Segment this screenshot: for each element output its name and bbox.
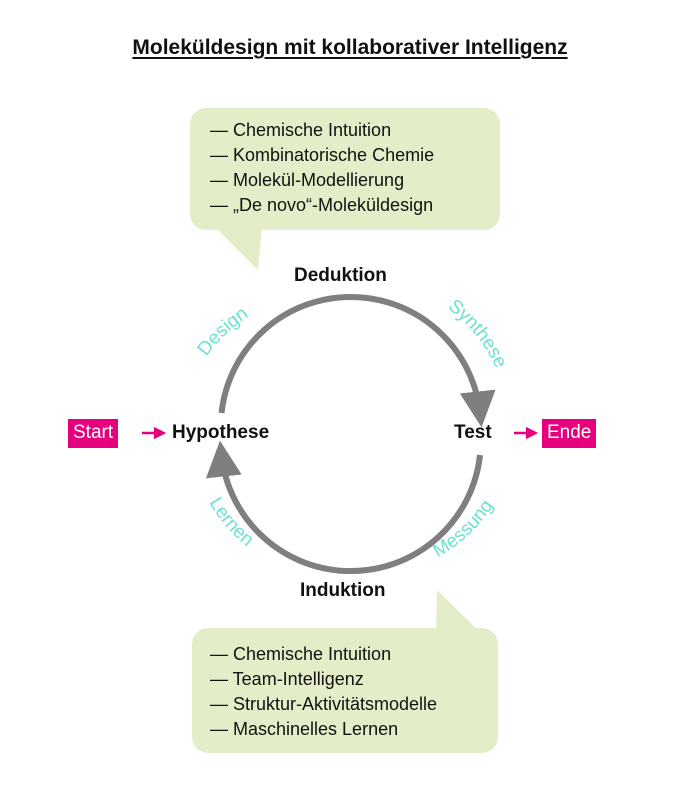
end-badge: Ende bbox=[542, 419, 597, 448]
diagram-title: Moleküldesign mit kollaborativer Intelli… bbox=[132, 36, 568, 59]
top-bubble-item: — Chemische Intuition bbox=[210, 120, 392, 140]
bottom-speech-bubble bbox=[192, 590, 498, 753]
top-bubble-list: — Chemische Intuition — Kombinatorische … bbox=[210, 118, 434, 218]
node-hypothese: Hypothese bbox=[172, 422, 270, 443]
bottom-bubble-list: — Chemische Intuition — Team-Intelligenz… bbox=[210, 642, 437, 742]
bottom-bubble-item: — Chemische Intuition bbox=[210, 644, 392, 664]
top-bubble-item: — „De novo“-Moleküldesign bbox=[210, 195, 434, 215]
bottom-bubble-item: — Maschinelles Lernen bbox=[210, 719, 399, 739]
node-induktion: Induktion bbox=[300, 580, 386, 601]
top-speech-bubble bbox=[190, 108, 500, 270]
bottom-bubble-item: — Struktur-Aktivitätsmodelle bbox=[210, 694, 438, 714]
top-bubble-item: — Kombinatorische Chemie bbox=[210, 145, 435, 165]
upper-cycle-arc-arrow bbox=[218, 294, 496, 428]
lower-cycle-arc-arrow bbox=[205, 440, 483, 574]
node-deduktion: Deduktion bbox=[294, 265, 387, 286]
start-badge: Start bbox=[68, 419, 119, 448]
node-test: Test bbox=[454, 422, 492, 443]
top-bubble-item: — Molekül-Modellierung bbox=[210, 170, 405, 190]
bottom-bubble-item: — Team-Intelligenz bbox=[210, 669, 364, 689]
arc-label-synthese: Synthese bbox=[444, 295, 511, 371]
